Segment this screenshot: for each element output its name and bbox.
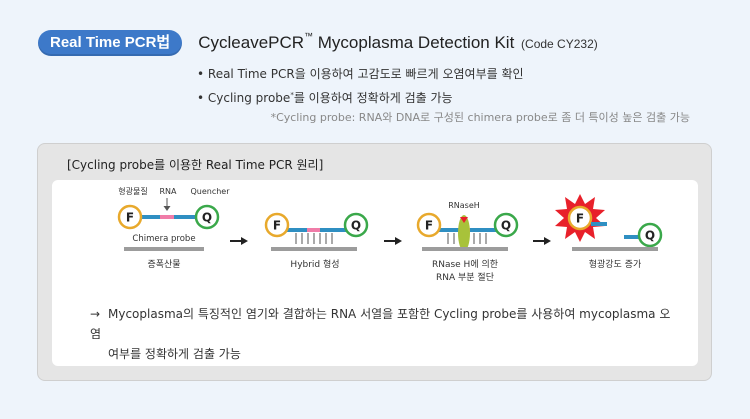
arrow-icon xyxy=(533,237,551,245)
quencher-letter: Q xyxy=(501,219,511,233)
rna-pointer-head xyxy=(164,206,171,211)
header: Real Time PCR법 CycleavePCR™ Mycoplasma D… xyxy=(38,30,598,56)
principle-panel: [Cycling probe를 이용한 Real Time PCR 원리] 형광… xyxy=(37,143,712,381)
title-rest: Mycoplasma Detection Kit xyxy=(313,33,514,52)
quencher-letter: Q xyxy=(351,219,361,233)
step-label: 형광강도 증가 xyxy=(589,258,642,270)
fluorophore-letter: F xyxy=(126,211,134,225)
diagram-box: 형광물질 RNA Quencher F Q Chimera probe 증폭산물 xyxy=(52,180,698,366)
step-hybrid: F Q Hybrid 형성 xyxy=(266,214,367,270)
fluorophore-letter: F xyxy=(273,219,281,233)
footnote: *Cycling probe: RNA와 DNA로 구성된 chimera pr… xyxy=(271,109,690,125)
summary-line-1: Mycoplasma의 특징적인 염기와 결합하는 RNA 서열을 포함한 Cy… xyxy=(90,307,670,341)
arrow-icon xyxy=(230,237,248,245)
feature-item-text: 를 이용하여 정확하게 검출 가능 xyxy=(294,91,453,105)
trademark-mark: ™ xyxy=(304,31,313,41)
chimera-probe-label: Chimera probe xyxy=(132,234,195,244)
step-label: Hybrid 형성 xyxy=(290,259,339,270)
quencher-letter: Q xyxy=(202,211,212,225)
feature-item: • Cycling probe*를 이용하여 정확하게 검출 가능 xyxy=(197,85,524,106)
product-code: (Code CY232) xyxy=(521,37,598,51)
step-label: RNA 부분 절단 xyxy=(436,271,494,283)
quencher-letter: Q xyxy=(645,229,655,243)
rnaseh-label: RNaseH xyxy=(448,201,480,210)
feature-list: • Real Time PCR을 이용하여 고감도로 빠르게 오염여부를 확인 … xyxy=(197,64,524,106)
quencher-label: Quencher xyxy=(190,187,230,196)
rna-label: RNA xyxy=(159,187,177,196)
fluorophore-letter: F xyxy=(425,219,433,233)
summary-line-2: 여부를 정확하게 검출 가능 xyxy=(90,344,680,364)
title-main: CycleavePCR xyxy=(198,33,304,52)
pcr-principle-diagram: 형광물질 RNA Quencher F Q Chimera probe 증폭산물 xyxy=(52,180,698,300)
base-pairs xyxy=(296,233,332,244)
feature-item: • Real Time PCR을 이용하여 고감도로 빠르게 오염여부를 확인 xyxy=(197,64,524,85)
fluorophore-letter: F xyxy=(576,212,584,226)
step-rnaseh-cleavage: RNaseH F Q RNase H에 의한 xyxy=(418,201,517,283)
fluorophore-label: 형광물질 xyxy=(118,186,147,196)
step-free-probe: 형광물질 RNA Quencher F Q Chimera probe 증폭산물 xyxy=(118,186,230,270)
arrow-icon xyxy=(384,237,402,245)
panel-title: [Cycling probe를 이용한 Real Time PCR 원리] xyxy=(67,156,323,173)
step-label: 증폭산물 xyxy=(147,259,180,270)
feature-item-text: • Cycling probe xyxy=(197,91,290,105)
product-title: CycleavePCR™ Mycoplasma Detection Kit (C… xyxy=(198,33,598,53)
step-label: RNase H에 의한 xyxy=(432,259,498,270)
summary-arrow: → xyxy=(90,304,108,324)
summary-text: →Mycoplasma의 특징적인 염기와 결합하는 RNA 서열을 포함한 C… xyxy=(90,304,680,364)
method-badge: Real Time PCR법 xyxy=(38,30,182,56)
step-fluorescence: F Q 형광강도 증가 xyxy=(555,194,661,270)
